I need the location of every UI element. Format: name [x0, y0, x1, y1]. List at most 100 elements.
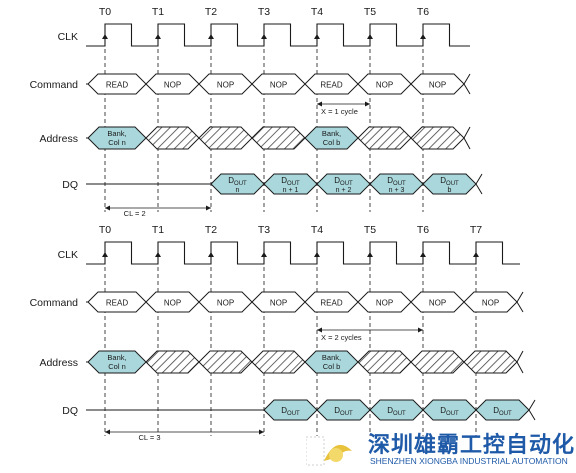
- gap-label: X = 2 cycles: [321, 333, 362, 342]
- dq-output-main: D: [228, 176, 234, 185]
- clock-edge-arrow-icon: [208, 34, 214, 39]
- command-nop: NOP: [164, 299, 181, 308]
- dq-output-subscript: OUT: [446, 181, 459, 187]
- command-nop: NOP: [270, 81, 287, 90]
- command-read: READ: [320, 299, 342, 308]
- gap-label: X = 1 cycle: [321, 107, 358, 116]
- command-row-label: Command: [30, 297, 79, 309]
- dq-output-main: D: [387, 176, 393, 185]
- clock-waveform: [86, 23, 470, 47]
- arrow-head-icon: [317, 101, 322, 107]
- dq-output-index: n + 3: [389, 187, 405, 194]
- address-tail: [463, 126, 471, 150]
- dq-output-main: D: [334, 176, 340, 185]
- clock-edge-arrow-icon: [208, 252, 214, 257]
- command-nop: NOP: [376, 81, 393, 90]
- dq-output-subscript: OUT: [393, 411, 406, 417]
- dq-output-slot: [369, 399, 424, 421]
- address-dont-care: [357, 126, 412, 150]
- tick-label-t3: T3: [258, 224, 270, 236]
- dq-output-main: D: [281, 406, 287, 415]
- dq-row-label: DQ: [62, 405, 78, 417]
- command-read: READ: [320, 81, 342, 90]
- dq-output-subscript: OUT: [287, 181, 300, 187]
- watermark-chinese-text: 深圳雄霸工控自动化: [368, 433, 576, 458]
- latency-label: CL = 2: [124, 209, 146, 218]
- arrow-head-icon: [105, 429, 110, 435]
- address-dont-care: [145, 350, 200, 374]
- clock-edge-arrow-icon: [420, 34, 426, 39]
- tick-label-t4: T4: [311, 6, 323, 18]
- dq-tail: [475, 173, 483, 195]
- command-nop: NOP: [376, 299, 393, 308]
- dq-tail: [528, 399, 536, 421]
- tick-label-t7: T7: [470, 224, 482, 236]
- watermark-english-text: SHENZHEN XIONGBA INDUSTRIAL AUTOMATION: [370, 456, 568, 466]
- clock-edge-arrow-icon: [155, 252, 161, 257]
- address-dont-care: [410, 126, 465, 150]
- command-nop: NOP: [429, 299, 446, 308]
- dq-output-label: DOUT: [281, 176, 300, 187]
- tick-label-t2: T2: [205, 6, 217, 18]
- arrow-head-icon: [206, 205, 211, 211]
- dq-output-main: D: [493, 406, 499, 415]
- clk-row-label: CLK: [58, 31, 78, 43]
- command-row-label: Command: [30, 79, 79, 91]
- clk-row-label: CLK: [58, 249, 78, 261]
- dq-output-label: DOUT: [334, 176, 353, 187]
- dq-output-label: DOUT: [440, 406, 459, 417]
- address-col-b-line1: Bank,: [322, 129, 341, 138]
- dq-output-label: DOUT: [387, 176, 406, 187]
- arrow-head-icon: [105, 205, 110, 211]
- dq-output-index: n: [236, 187, 240, 194]
- address-col-n-line2: Col n: [108, 362, 126, 371]
- address-col-b-line2: Col b: [323, 362, 341, 371]
- dq-output-label: DOUT: [387, 406, 406, 417]
- dq-output-subscript: OUT: [393, 181, 406, 187]
- dq-output-index: b: [448, 187, 452, 194]
- tick-label-t6: T6: [417, 224, 429, 236]
- address-dont-care: [410, 350, 465, 374]
- dq-output-subscript: OUT: [234, 181, 247, 187]
- watermark-logo-icon: [306, 436, 352, 466]
- address-dont-care: [251, 126, 306, 150]
- command-read: READ: [106, 299, 128, 308]
- dq-output-slot: [475, 399, 530, 421]
- tick-label-t0: T0: [99, 6, 111, 18]
- dq-output-label: DOUT: [493, 406, 512, 417]
- arrow-head-icon: [317, 327, 322, 333]
- clock-edge-arrow-icon: [420, 252, 426, 257]
- tick-label-t5: T5: [364, 6, 376, 18]
- dq-output-subscript: OUT: [446, 411, 459, 417]
- tick-label-t4: T4: [311, 224, 323, 236]
- dq-output-main: D: [440, 176, 446, 185]
- clock-edge-arrow-icon: [314, 252, 320, 257]
- dq-output-label: DOUT: [228, 176, 247, 187]
- address-dont-care: [357, 350, 412, 374]
- clock-waveform: [86, 241, 520, 265]
- clock-edge-arrow-icon: [155, 34, 161, 39]
- address-dont-care: [463, 350, 518, 374]
- tick-label-t3: T3: [258, 6, 270, 18]
- address-tail: [516, 350, 524, 374]
- dq-output-slot: [316, 399, 371, 421]
- dq-output-subscript: OUT: [287, 411, 300, 417]
- address-col-n-line2: Col n: [108, 138, 126, 147]
- dq-output-label: DOUT: [440, 176, 459, 187]
- command-nop: NOP: [270, 299, 287, 308]
- command-nop: NOP: [217, 299, 234, 308]
- dq-output-main: D: [440, 406, 446, 415]
- command-nop: NOP: [217, 81, 234, 90]
- command-nop: NOP: [429, 81, 446, 90]
- address-row-label: Address: [39, 357, 78, 369]
- dq-output-main: D: [281, 176, 287, 185]
- clock-edge-arrow-icon: [314, 34, 320, 39]
- dq-row-label: DQ: [62, 179, 78, 191]
- clock-edge-arrow-icon: [102, 34, 108, 39]
- dq-output-label: DOUT: [281, 406, 300, 417]
- tick-label-t1: T1: [152, 6, 164, 18]
- address-col-b-line2: Col b: [323, 138, 341, 147]
- arrow-head-icon: [365, 101, 370, 107]
- clock-edge-arrow-icon: [261, 34, 267, 39]
